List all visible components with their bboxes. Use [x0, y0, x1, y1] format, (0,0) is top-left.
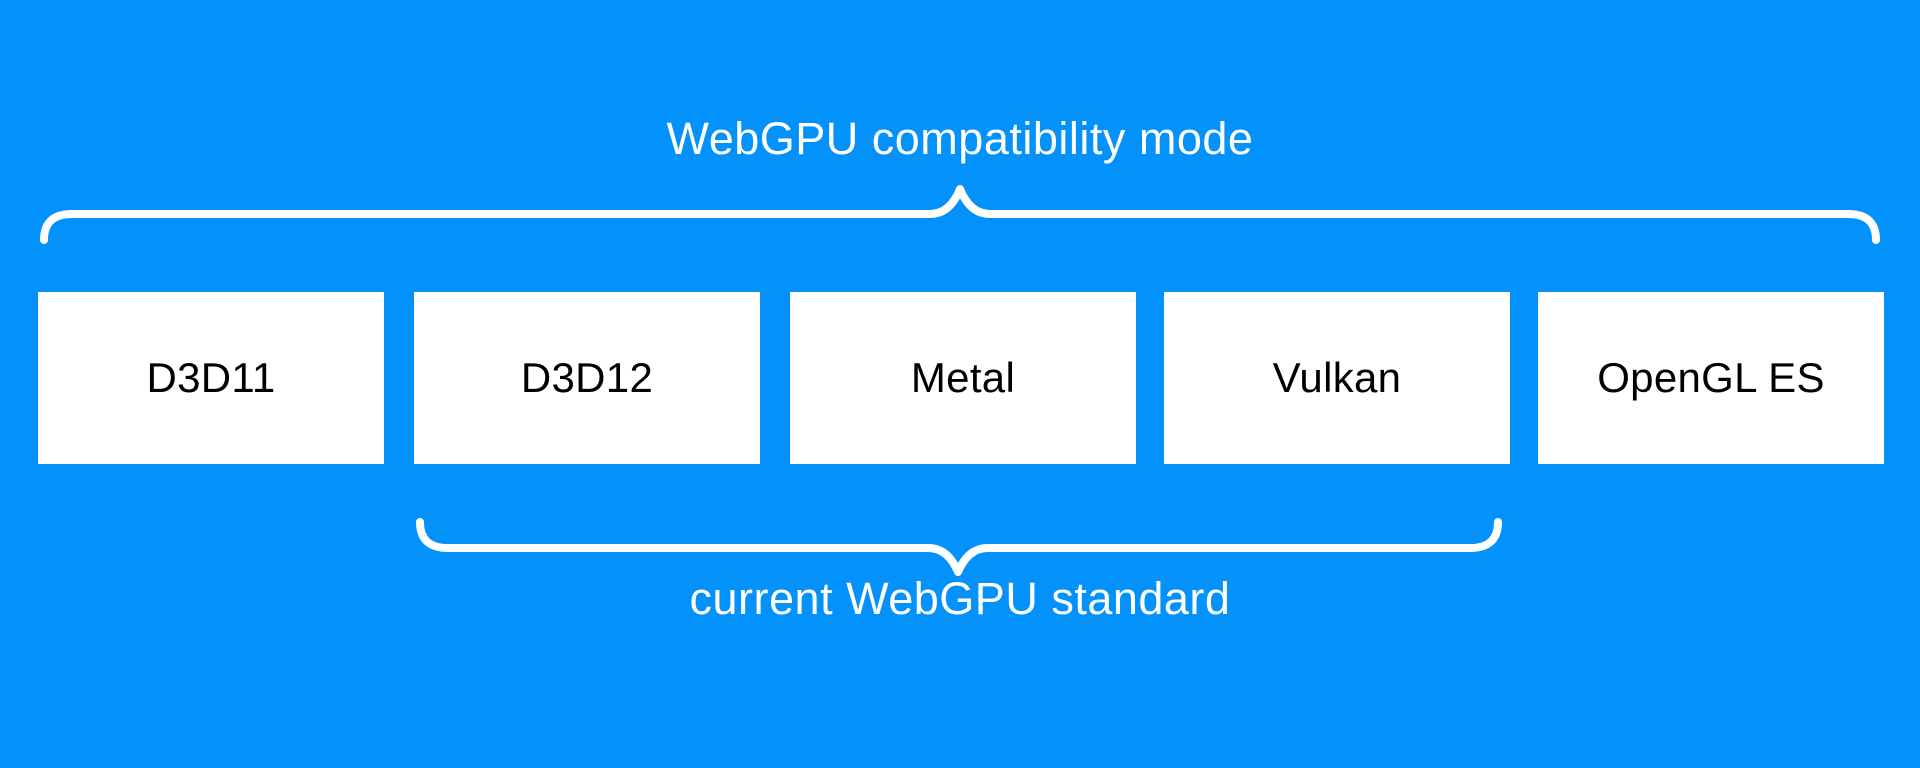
api-box-label: D3D11 [146, 354, 276, 401]
api-box-label: Vulkan [1272, 354, 1402, 401]
bottom-bracket-label: current WebGPU standard [689, 573, 1231, 624]
api-box-opengl-es: OpenGL ES [1538, 292, 1884, 464]
api-box-d3d12: D3D12 [414, 292, 760, 464]
top-brace-icon [40, 185, 1880, 244]
api-box-label: Metal [910, 354, 1016, 401]
api-box-metal: Metal [790, 292, 1136, 464]
top-bracket-label: WebGPU compatibility mode [666, 113, 1254, 164]
api-box-label: OpenGL ES [1597, 354, 1825, 401]
bottom-brace-icon [416, 518, 1502, 576]
api-box-label: D3D12 [520, 354, 654, 401]
api-box-vulkan: Vulkan [1164, 292, 1510, 464]
api-box-d3d11: D3D11 [38, 292, 384, 464]
